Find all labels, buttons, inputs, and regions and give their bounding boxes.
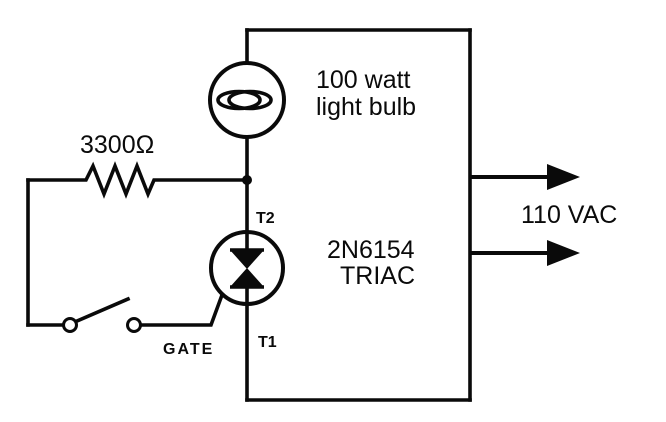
triac-symbol (209, 230, 285, 306)
gate-wire (139, 292, 225, 327)
switch-contact-left (62, 317, 78, 333)
switch-lever (74, 296, 131, 324)
bulb-label-line1: 100 watt (316, 66, 411, 94)
triac-triangle-down (230, 250, 264, 269)
resistor-symbol (26, 161, 249, 199)
switch-contact-right (126, 317, 142, 333)
triac-triangle-up (230, 268, 264, 287)
bulb-outline (208, 61, 286, 139)
resistor-value-label: 3300Ω (80, 131, 154, 159)
bulb-filament-loop-2 (227, 89, 273, 111)
arrow-lower-head (547, 240, 580, 266)
output-arrows (470, 164, 580, 266)
triac-type-label: TRIAC (340, 262, 415, 290)
supply-voltage-label: 110 VAC (521, 201, 617, 229)
arrow-upper-head (547, 164, 580, 190)
terminal-t2-label: T2 (256, 210, 275, 227)
switch-symbol (62, 317, 142, 333)
light-bulb-symbol (208, 61, 286, 139)
triac-part-label: 2N6154 (327, 236, 415, 264)
terminal-t1-label: T1 (258, 334, 277, 351)
bulb-label-line2: light bulb (316, 93, 416, 121)
junction-dot (242, 175, 252, 185)
gate-label: GATE (163, 341, 214, 358)
